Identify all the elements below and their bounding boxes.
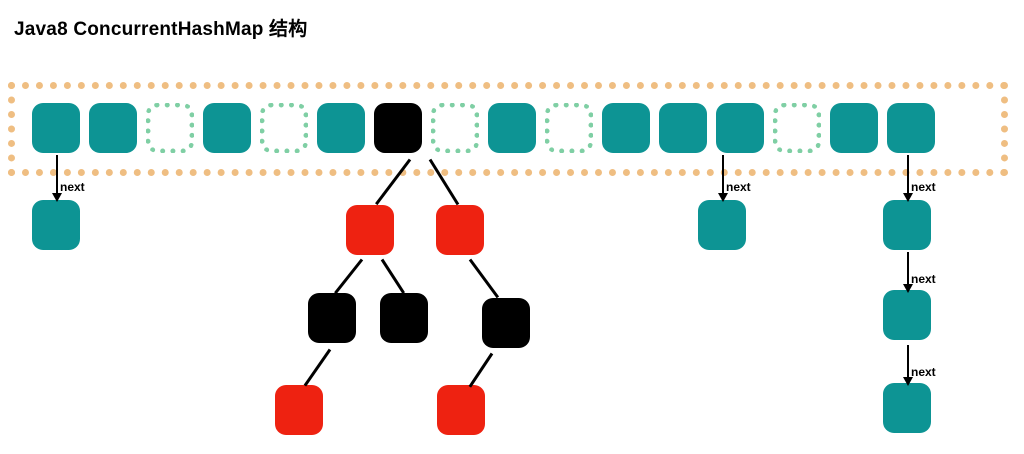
array-cell-14[interactable] <box>830 103 878 153</box>
array-cell-3[interactable] <box>203 103 251 153</box>
array-cell-13[interactable] <box>773 103 821 153</box>
tree-node-rl1[interactable] <box>275 385 323 435</box>
chain-slot-0-node-0[interactable] <box>32 200 80 250</box>
chain-slot-12-next-label-0: next <box>726 180 751 194</box>
chain-slot-14-arrow-0 <box>907 155 909 197</box>
tree-node-b2[interactable] <box>380 293 428 343</box>
chain-slot-14-next-label-0: next <box>911 180 936 194</box>
chain-slot-14-next-label-2: next <box>911 365 936 379</box>
array-cell-4[interactable] <box>260 103 308 153</box>
array-cell-12[interactable] <box>716 103 764 153</box>
chain-slot-12-arrow-0 <box>722 155 724 197</box>
array-cell-5[interactable] <box>317 103 365 153</box>
tree-node-r2[interactable] <box>436 205 484 255</box>
array-cell-2[interactable] <box>146 103 194 153</box>
chain-slot-14-arrow-1 <box>907 252 909 288</box>
chain-slot-14-node-1[interactable] <box>883 290 931 340</box>
chain-slot-14-arrow-head-2 <box>903 377 913 386</box>
chain-slot-0-arrow-head-0 <box>52 193 62 202</box>
array-cell-11[interactable] <box>659 103 707 153</box>
chain-slot-14-next-label-1: next <box>911 272 936 286</box>
chain-slot-0-arrow-0 <box>56 155 58 197</box>
tree-node-b1[interactable] <box>308 293 356 343</box>
array-cell-15[interactable] <box>887 103 935 153</box>
array-cell-10[interactable] <box>602 103 650 153</box>
chain-slot-0-next-label-0: next <box>60 180 85 194</box>
array-cell-9[interactable] <box>545 103 593 153</box>
array-cell-1[interactable] <box>89 103 137 153</box>
chain-slot-14-arrow-head-0 <box>903 193 913 202</box>
tree-node-rl2[interactable] <box>437 385 485 435</box>
chain-slot-14-arrow-2 <box>907 345 909 381</box>
tree-node-r1[interactable] <box>346 205 394 255</box>
hash-table-array-container <box>8 82 1008 176</box>
tree-node-b3[interactable] <box>482 298 530 348</box>
array-cell-8[interactable] <box>488 103 536 153</box>
chain-slot-12-node-0[interactable] <box>698 200 746 250</box>
chain-slot-12-arrow-head-0 <box>718 193 728 202</box>
chain-slot-14-node-0[interactable] <box>883 200 931 250</box>
chain-slot-14-arrow-head-1 <box>903 284 913 293</box>
page-title: Java8 ConcurrentHashMap 结构 <box>14 19 308 40</box>
array-cell-0[interactable] <box>32 103 80 153</box>
array-cell-6[interactable] <box>374 103 422 153</box>
chain-slot-14-node-2[interactable] <box>883 383 931 433</box>
array-cell-7[interactable] <box>431 103 479 153</box>
